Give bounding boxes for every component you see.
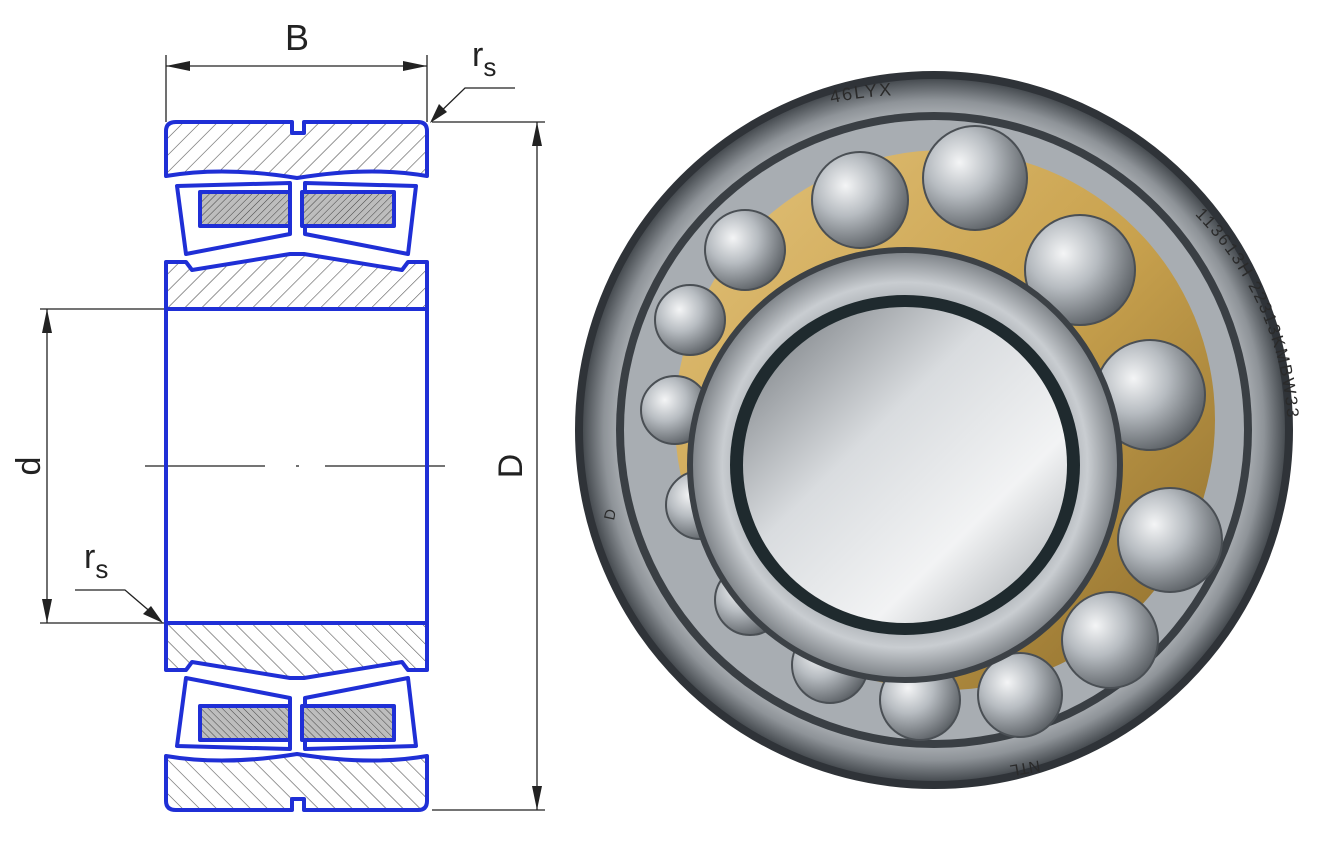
outer-diameter-label: D xyxy=(492,454,530,479)
width-label: B xyxy=(285,17,309,58)
cage-left xyxy=(198,190,292,228)
radius-leader-top xyxy=(430,87,515,123)
roller xyxy=(977,652,1063,738)
outer-ring-section xyxy=(164,120,429,180)
bearing-section-top xyxy=(164,120,429,623)
dimension-outer-d xyxy=(432,121,545,811)
roller xyxy=(922,125,1028,231)
bearing-section-bottom xyxy=(164,621,429,812)
marking-left: D xyxy=(601,507,620,521)
technical-drawing: B rs D d xyxy=(10,17,545,812)
cage-right xyxy=(300,190,396,228)
roller xyxy=(1061,591,1159,689)
roller xyxy=(1117,487,1223,593)
radius-label-top: rs xyxy=(472,36,496,82)
roller xyxy=(1024,214,1136,326)
bearing-photo: 46LYX 113613H 22313KMBW33 D NTL xyxy=(575,71,1300,789)
bore xyxy=(743,307,1067,623)
inner-ring-section xyxy=(164,252,429,311)
roller xyxy=(654,284,726,356)
radius-label-bottom: rs xyxy=(84,538,108,584)
dimension-bore-d xyxy=(40,308,166,624)
dimension-width-b xyxy=(165,55,428,122)
roller xyxy=(811,151,909,249)
marking-bottom: NTL xyxy=(1009,756,1042,778)
bore-diameter-label: d xyxy=(10,457,48,476)
radius-leader-bottom xyxy=(75,589,163,623)
roller xyxy=(704,209,786,291)
